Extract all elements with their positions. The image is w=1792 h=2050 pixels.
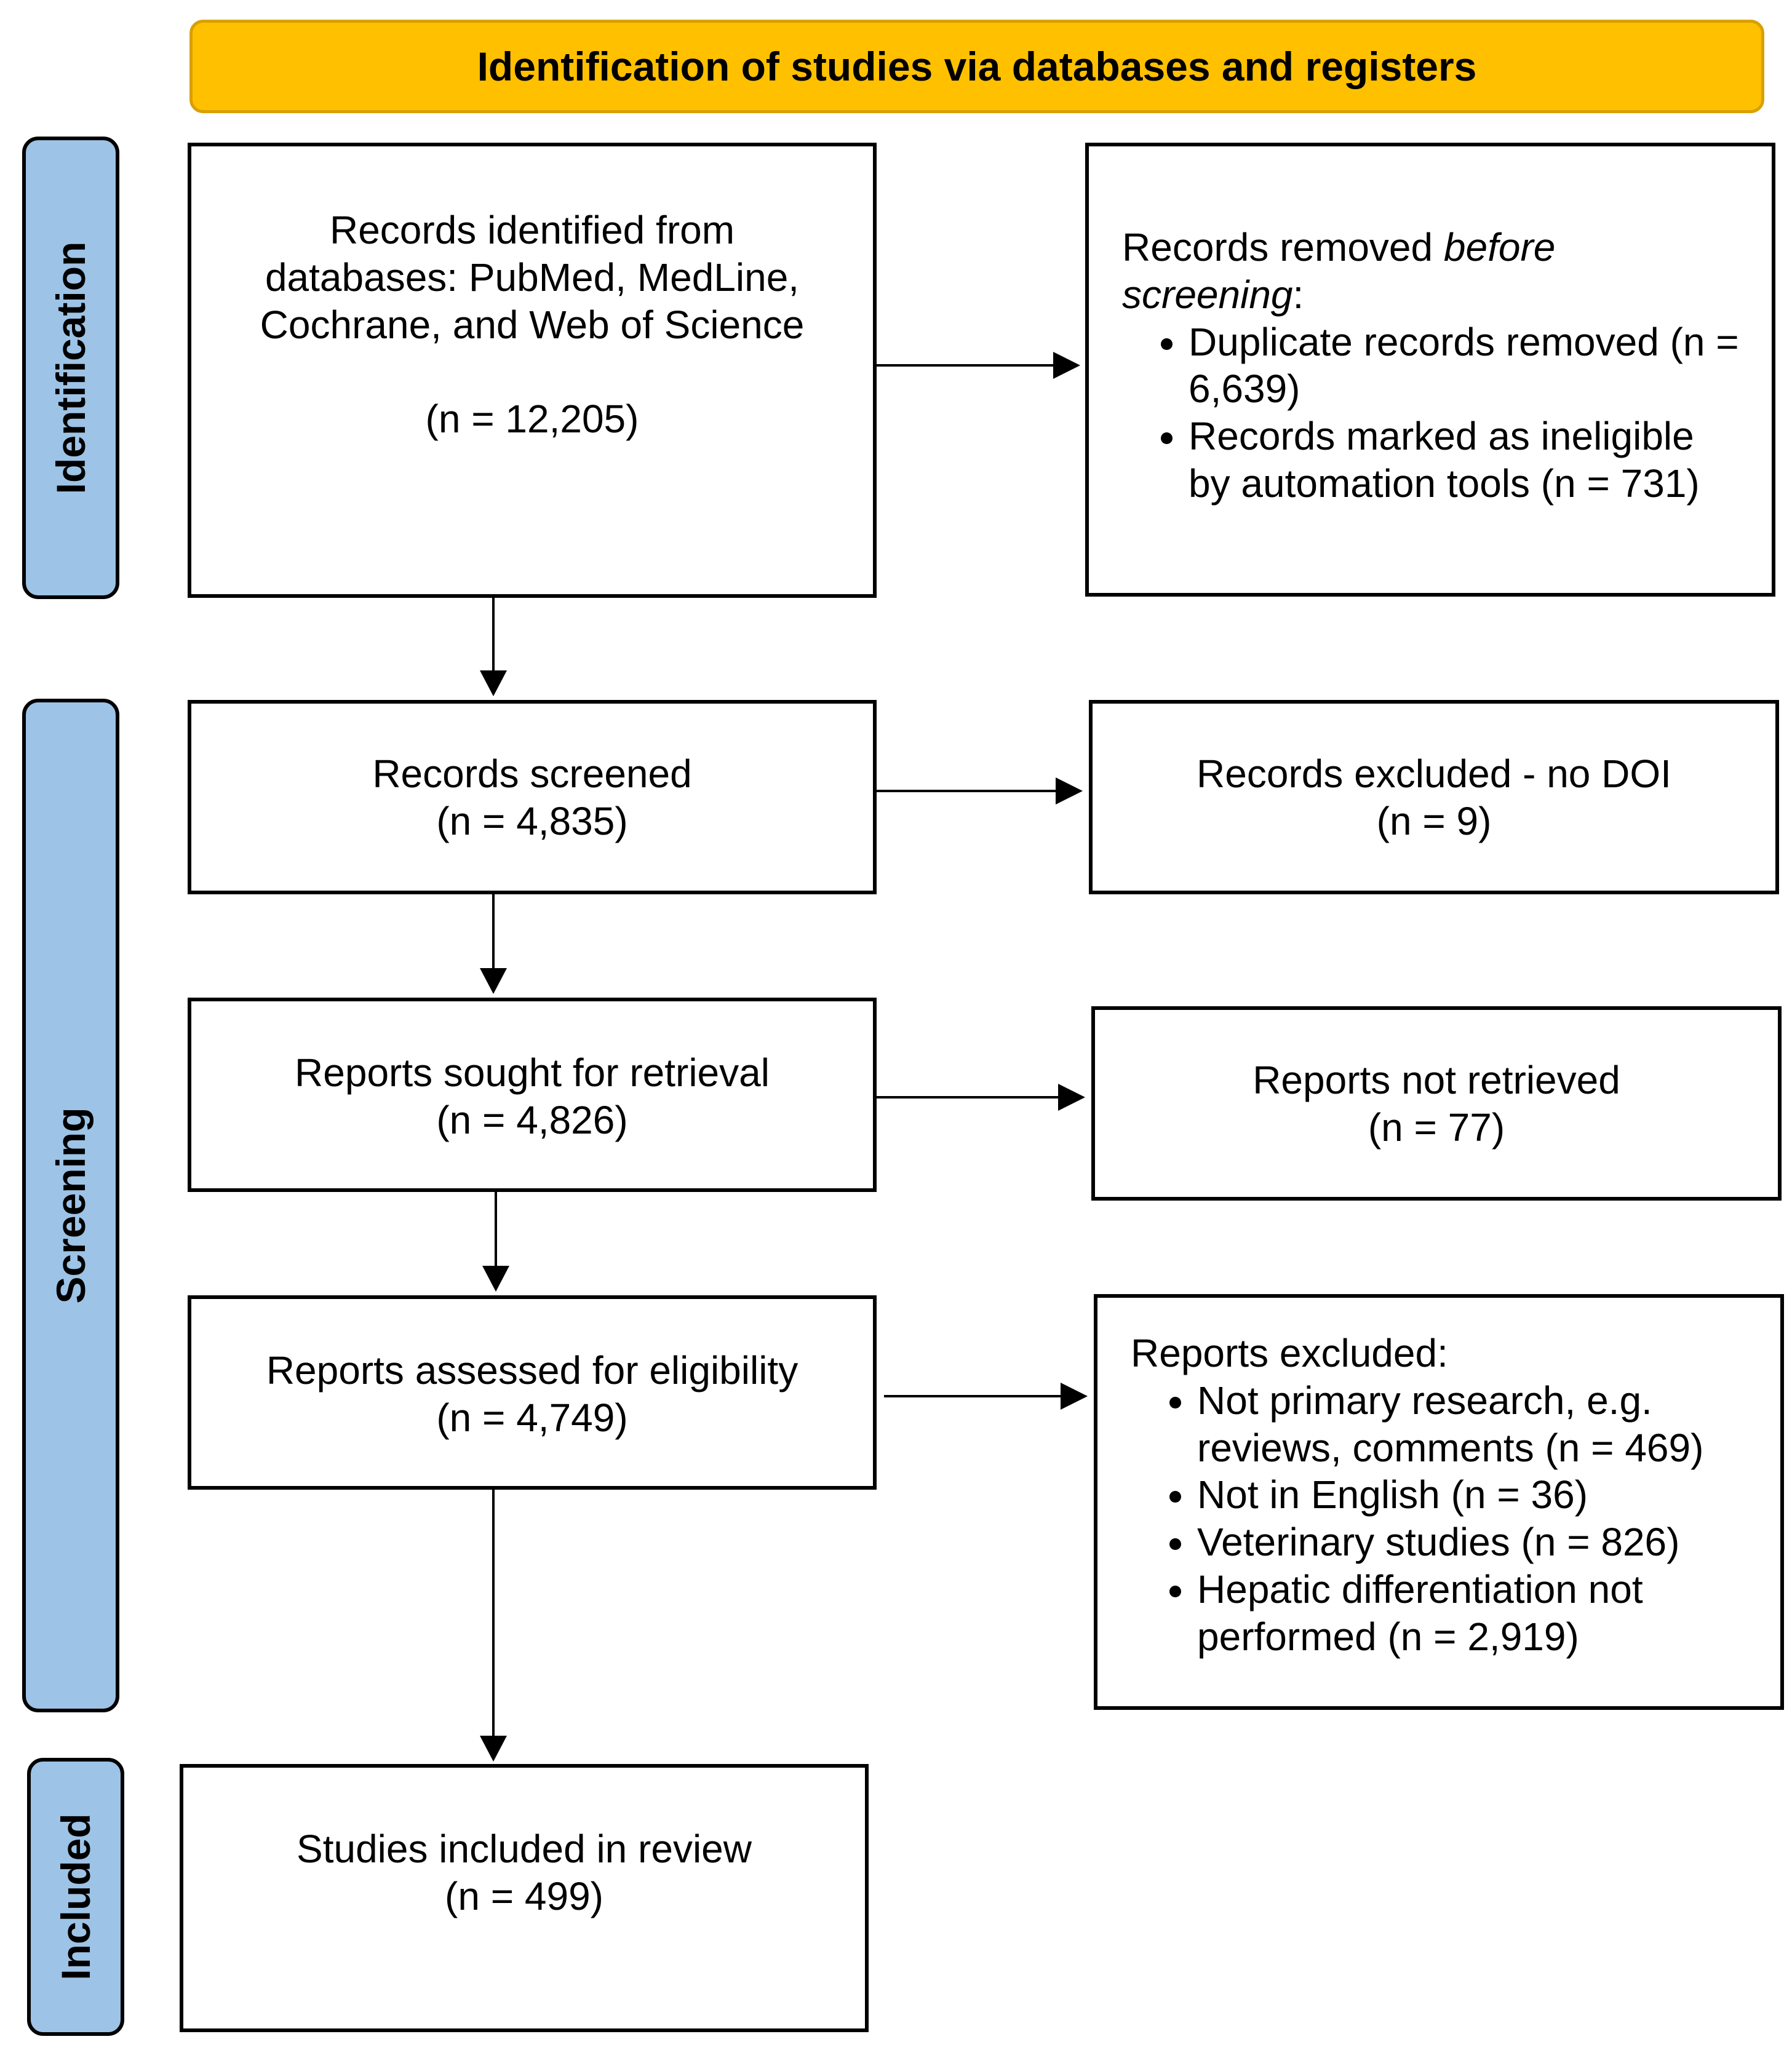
arrowhead-down [480,968,507,994]
records-removed-item: Duplicate records removed (n = 6,639) [1189,319,1743,413]
arrowhead-right [1053,352,1080,379]
reports-assessed-box: Reports assessed for eligibility (n = 4,… [188,1295,877,1490]
records-identified-box: Records identified from databases: PubMe… [188,143,877,598]
reports-excluded-box: Reports excluded: Not primary research, … [1094,1294,1784,1710]
reports-not-retrieved-label: Reports not retrieved [1252,1058,1620,1102]
reports-sought-label: Reports sought for retrieval [295,1051,770,1095]
records-excluded-doi-label: Records excluded - no DOI [1197,752,1671,796]
records-identified-line-3: Cochrane, and Web of Science [260,302,805,347]
phase-included: Included [27,1758,124,2036]
records-removed-item: Records marked as ineligible by automati… [1189,413,1743,507]
header-title: Identification of studies via databases … [477,44,1477,89]
arrowhead-right [1061,1383,1088,1410]
reports-assessed-count: (n = 4,749) [436,1395,628,1440]
reports-excluded-item: Not in English (n = 36) [1197,1471,1752,1519]
records-screened-box: Records screened (n = 4,835) [188,700,877,894]
reports-assessed-label: Reports assessed for eligibility [266,1348,798,1392]
studies-included-box: Studies included in review (n = 499) [180,1764,869,2032]
reports-excluded-title: Reports excluded: [1131,1331,1448,1375]
reports-sought-count: (n = 4,826) [436,1097,628,1142]
studies-included-label: Studies included in review [297,1827,752,1871]
records-excluded-doi-count: (n = 9) [1376,798,1492,843]
records-removed-list: Duplicate records removed (n = 6,639) Re… [1122,319,1743,507]
records-screened-label: Records screened [372,752,692,796]
reports-excluded-item: Not primary research, e.g. reviews, comm… [1197,1377,1752,1472]
arrowhead-down [482,1266,509,1292]
phase-screening: Screening [22,699,119,1712]
records-removed-title-prefix: Records removed [1122,225,1444,269]
records-removed-title-suffix: : [1292,272,1304,317]
records-removed-title-italic: before screening [1122,225,1556,317]
phase-identification: Identification [22,137,119,599]
studies-included-count: (n = 499) [445,1873,603,1918]
arrowhead-down [480,670,507,696]
arrowhead-down [480,1736,507,1762]
records-removed-title: Records removed before screening: [1122,224,1743,319]
records-identified-line-1: Records identified from [329,208,735,252]
reports-excluded-item: Veterinary studies (n = 826) [1197,1519,1752,1566]
reports-not-retrieved-count: (n = 77) [1368,1105,1505,1150]
records-removed-box: Records removed before screening: Duplic… [1085,143,1775,597]
header-banner: Identification of studies via databases … [189,20,1764,113]
reports-excluded-item: Hepatic differentiation not performed (n… [1197,1566,1752,1661]
reports-excluded-list: Not primary research, e.g. reviews, comm… [1131,1377,1752,1661]
records-screened-count: (n = 4,835) [436,798,628,843]
reports-not-retrieved-box: Reports not retrieved (n = 77) [1091,1006,1782,1201]
arrowhead-right [1058,1084,1085,1111]
records-identified-count: (n = 12,205) [425,397,639,442]
records-excluded-doi-box: Records excluded - no DOI (n = 9) [1089,700,1779,894]
records-identified-line-2: databases: PubMed, MedLine, [265,255,800,300]
reports-sought-box: Reports sought for retrieval (n = 4,826) [188,998,877,1192]
arrowhead-right [1056,777,1083,805]
